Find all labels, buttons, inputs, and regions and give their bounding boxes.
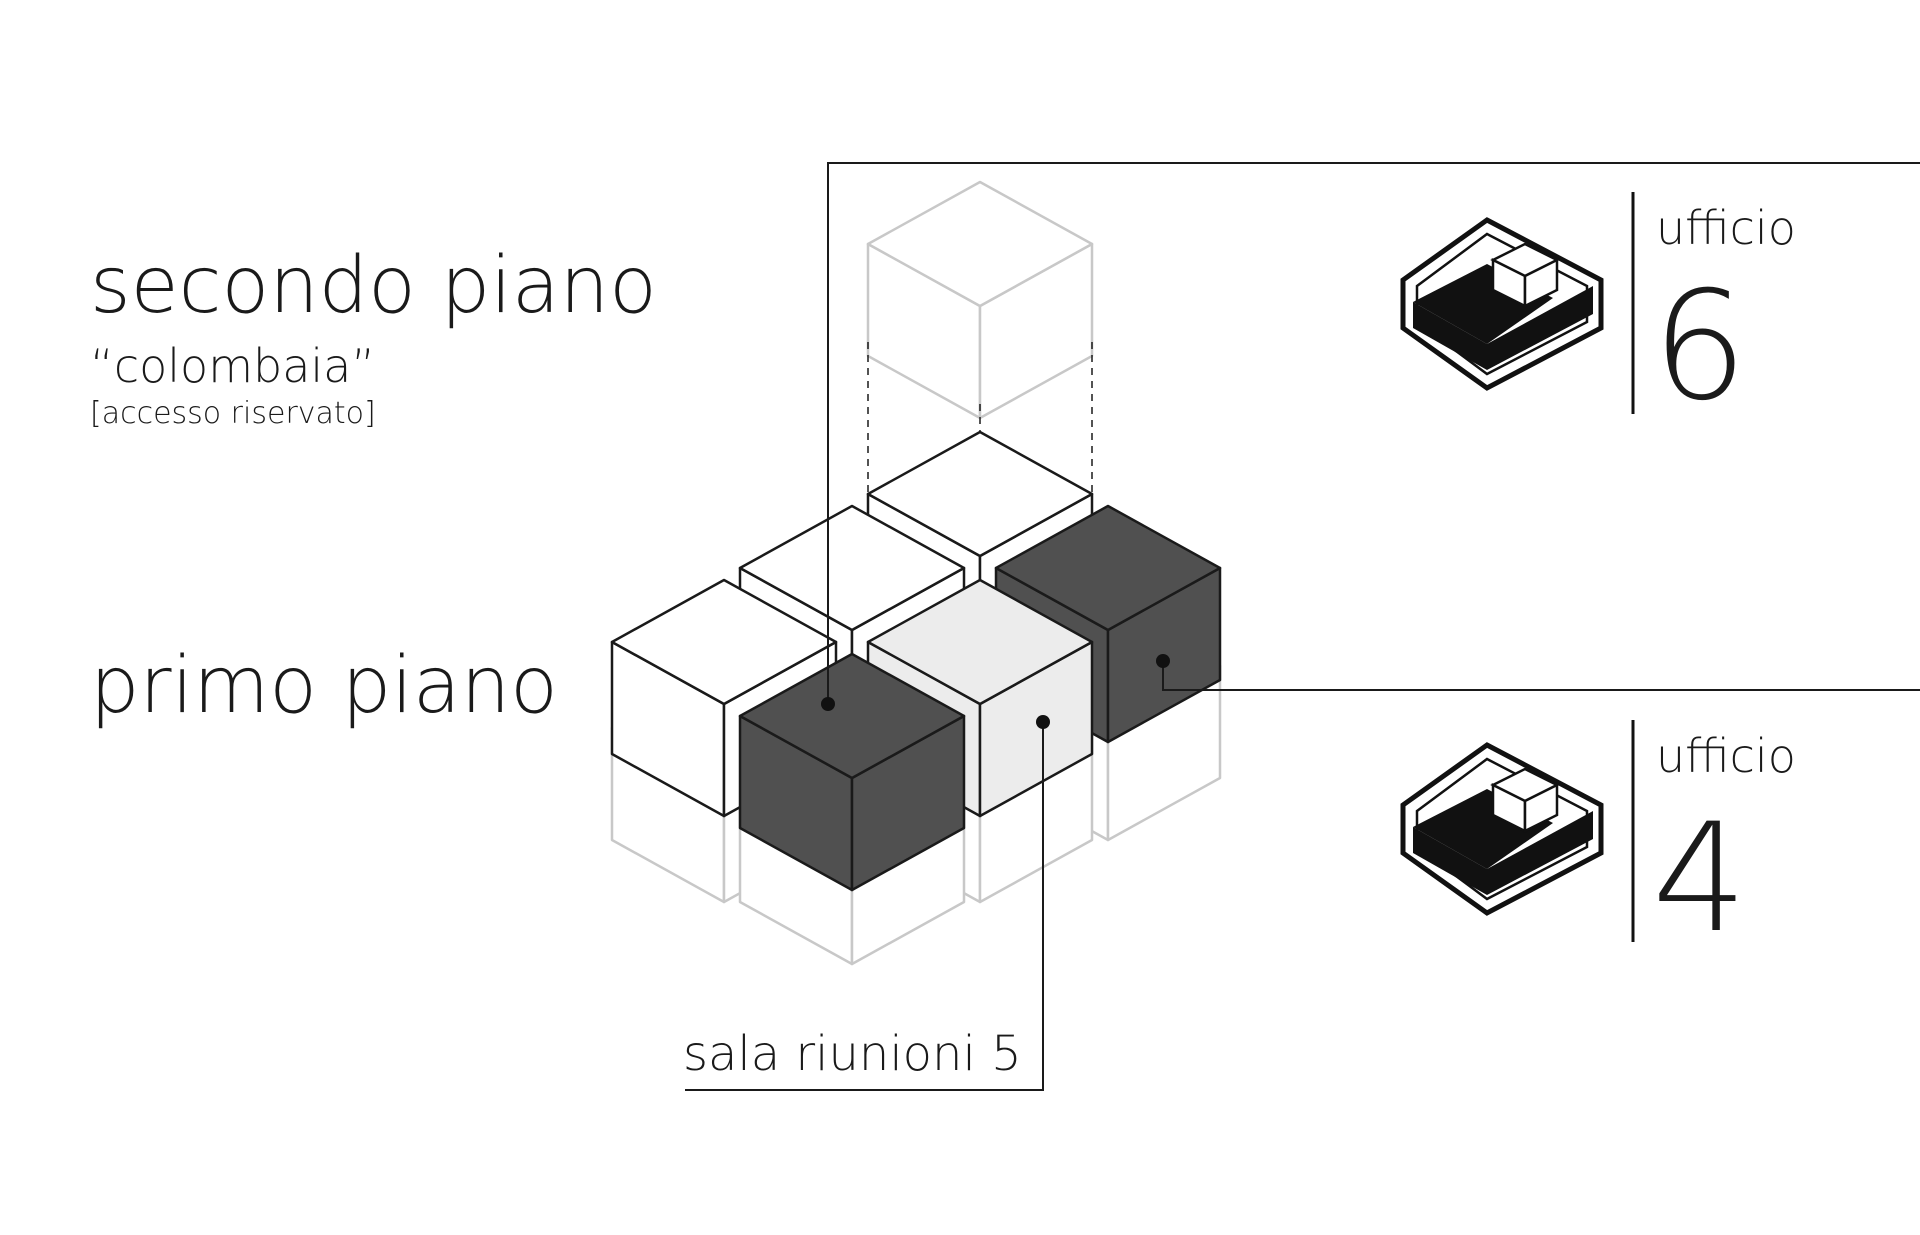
cube-top-face bbox=[866, 430, 1094, 558]
ghost-cube-second-floor bbox=[866, 180, 1094, 420]
cube-stack bbox=[610, 180, 1222, 966]
second-floor-title: secondo piano bbox=[90, 241, 657, 331]
leader-line-office-6 bbox=[827, 162, 1920, 702]
cube-top-face bbox=[738, 652, 966, 780]
leader-line-meeting-room bbox=[685, 722, 1044, 1091]
leader-line-office-4 bbox=[1162, 660, 1920, 691]
meeting-room-label: sala riunioni 5 bbox=[683, 1026, 1022, 1082]
office-4-label: ufficio bbox=[1656, 729, 1796, 783]
second-floor-note: [accesso riservato] bbox=[90, 396, 376, 431]
cube-top-face bbox=[994, 504, 1222, 632]
marker-dot-meeting-room bbox=[1036, 715, 1050, 729]
marker-dot-office-6 bbox=[821, 697, 835, 711]
first-floor-title: primo piano bbox=[90, 641, 558, 731]
office-box-icon bbox=[1400, 217, 1604, 391]
office-6-label: ufficio bbox=[1656, 201, 1796, 255]
second-floor-nickname: “colombaia” bbox=[90, 339, 375, 393]
cube-top-face bbox=[738, 504, 966, 632]
leader-lines bbox=[685, 162, 1920, 1091]
marker-dot-office-4 bbox=[1156, 654, 1170, 668]
cube-top-face bbox=[866, 578, 1094, 706]
cube-office-6 bbox=[738, 652, 966, 892]
office-box-icon bbox=[1400, 742, 1604, 916]
office-4-block: ufficio 4 bbox=[1400, 720, 1796, 966]
office-4-number: 4 bbox=[1652, 792, 1747, 966]
office-6-block: ufficio 6 bbox=[1400, 192, 1796, 434]
office-6-number: 6 bbox=[1652, 260, 1747, 434]
cube-top-face bbox=[610, 578, 838, 706]
cube-top-face bbox=[866, 180, 1094, 308]
